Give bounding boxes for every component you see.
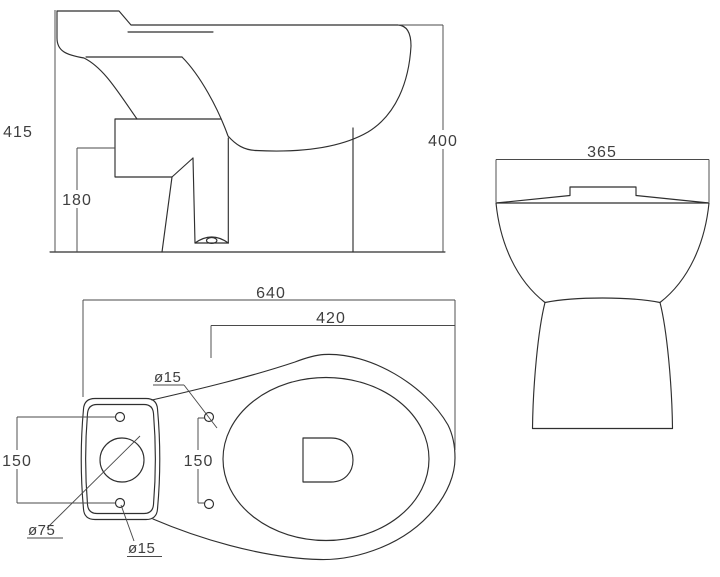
side-lid-and-rim-top (56, 10, 412, 47)
front-lid-slope-right (635, 194, 710, 204)
plan-bowl-inner (222, 376, 430, 542)
dim-label-dia75: ø75 (28, 522, 55, 539)
front-pedestal-side-left (531, 301, 546, 430)
front-view-dimensions: 365 (495, 144, 710, 202)
dim-text-mask-180 (61, 190, 94, 208)
dim-label-180: 180 (62, 192, 92, 209)
plan-tank-hole-top (114, 411, 126, 423)
dim-label-150-right: 150 (184, 453, 214, 470)
plan-tank-inner (85, 403, 156, 515)
dim-label-150-left: 150 (2, 453, 32, 470)
leader-line-tank-hole (120, 504, 135, 542)
leader-line-flush-hole (46, 435, 141, 529)
dim-line-365 (495, 159, 710, 202)
side-bowl-back-curve (181, 56, 257, 152)
front-view (495, 186, 710, 430)
front-waist-arc (544, 297, 661, 304)
dim-label-400: 400 (428, 133, 458, 150)
side-trap-left-edge (192, 157, 196, 244)
plan-tank-hole-bottom (114, 497, 126, 509)
dim-label-365: 365 (587, 144, 617, 161)
plan-view-dimensions: 640 420 150 150 ø75 ø15 ø15 (1, 285, 456, 557)
dim-label-420: 420 (316, 310, 346, 327)
leader-line-seat-hole (183, 384, 218, 429)
side-trap-outlet-hole (205, 237, 218, 244)
front-pedestal-side-right (659, 301, 674, 430)
front-bowl-side-left (495, 202, 546, 304)
plan-tank-outer (80, 397, 161, 521)
plan-outlet-d-shape (302, 437, 354, 483)
dim-label-dia15-seat: ø15 (154, 369, 181, 386)
front-lid-slope-left (495, 194, 571, 204)
plan-view (80, 353, 456, 561)
plan-seat-hole-top (203, 411, 215, 423)
dim-label-640: 640 (256, 285, 286, 302)
plan-seat-hole-bottom (203, 498, 215, 510)
side-outlet-box (114, 118, 222, 178)
dim-label-dia15-tank: ø15 (128, 540, 155, 557)
side-cistern-back-curve (56, 10, 138, 120)
side-trap-arch (194, 236, 229, 244)
dim-label-415: 415 (3, 124, 33, 141)
plan-flush-hole (99, 437, 145, 483)
front-lid-cap (569, 186, 637, 197)
dim-line-640 (82, 299, 456, 450)
dim-line-420 (210, 325, 455, 358)
dim-text-mask-150-right (182, 450, 215, 469)
side-view-dimensions: 415 180 400 (3, 10, 461, 252)
side-pedestal-back-edge (161, 176, 173, 253)
side-trap-diagonal (171, 157, 194, 178)
front-bowl-side-right (659, 202, 710, 304)
dim-text-mask-150-left (1, 450, 34, 469)
side-view (49, 10, 446, 253)
dim-text-mask-400 (426, 130, 461, 149)
side-bowl-belly-curve (255, 45, 412, 152)
plan-bowl-outer (151, 353, 456, 561)
